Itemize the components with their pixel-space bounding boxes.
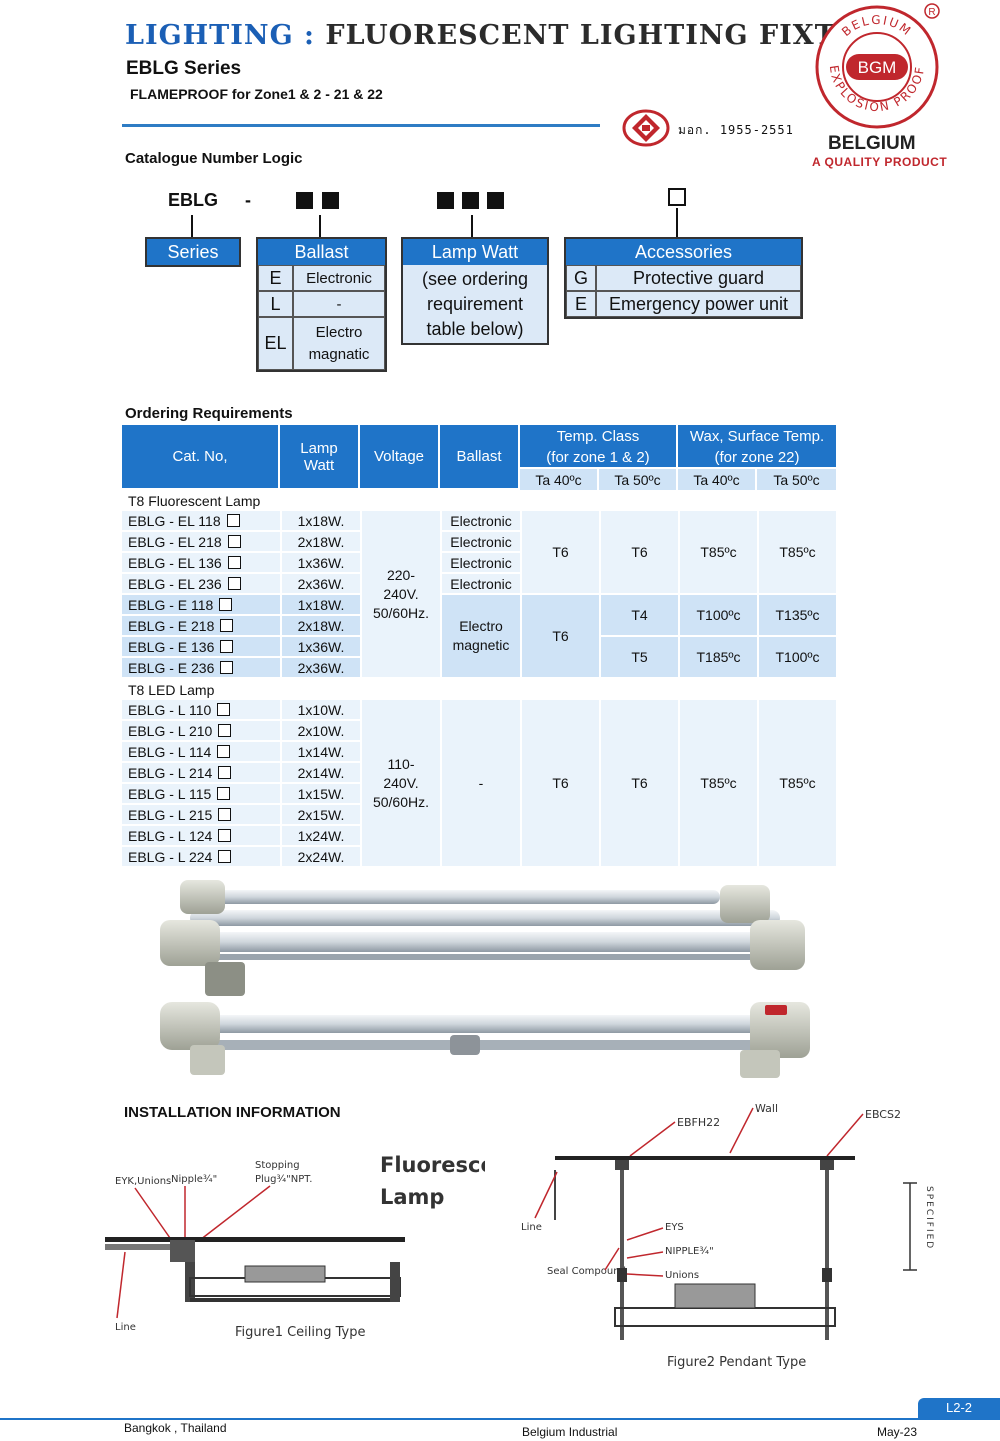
installation-heading: INSTALLATION INFORMATION bbox=[124, 1104, 341, 1121]
option-checkbox bbox=[217, 702, 231, 716]
option-checkbox bbox=[218, 765, 232, 779]
option-checkbox bbox=[227, 576, 241, 590]
accessories-box: Accessories G Protective guard E Emergen… bbox=[564, 237, 803, 319]
option-checkbox bbox=[219, 597, 233, 611]
option-checkbox bbox=[220, 639, 234, 653]
ballast-box: Ballast E Electronic L - EL Electro magn… bbox=[256, 237, 387, 372]
watt-code-slot bbox=[437, 192, 454, 209]
connector-line bbox=[676, 208, 678, 238]
svg-text:BGM: BGM bbox=[858, 58, 897, 77]
svg-text:EBCS2: EBCS2 bbox=[865, 1108, 901, 1121]
option-checkbox bbox=[220, 660, 234, 674]
lamp-watt-box: Lamp Watt (see ordering requirement tabl… bbox=[401, 237, 549, 345]
svg-text:Line: Line bbox=[521, 1222, 542, 1233]
svg-text:SPECIFIED: SPECIFIED bbox=[924, 1186, 934, 1250]
ballast-code-slot bbox=[322, 192, 339, 209]
footer-date: May-23 bbox=[877, 1425, 918, 1439]
table-row: EBLG - EL 236 2x36W. Electronic bbox=[122, 574, 836, 595]
figure2-pendant-type: EBFH22 Wall EBCS2 Line EYS NIPPLE¾" Unio… bbox=[521, 1102, 934, 1370]
catalogue-heading: Catalogue Number Logic bbox=[125, 150, 303, 167]
footer-line bbox=[0, 1418, 1000, 1420]
svg-text:EYS: EYS bbox=[665, 1222, 684, 1233]
watt-code-slot bbox=[487, 192, 504, 209]
header-divider bbox=[122, 124, 600, 127]
table-row: EBLG - L 110 1x10W. 110- 240V. 50/60Hz. … bbox=[122, 700, 836, 868]
option-checkbox bbox=[218, 849, 232, 863]
option-checkbox bbox=[217, 786, 231, 800]
series-box: Series bbox=[145, 237, 241, 267]
option-checkbox bbox=[218, 807, 232, 821]
svg-text:Unions: Unions bbox=[665, 1270, 699, 1281]
option-checkbox bbox=[218, 828, 232, 842]
svg-text:EBFH22: EBFH22 bbox=[677, 1116, 720, 1129]
table-row: EBLG - E 118 1x18W. Electro magnetic T6 … bbox=[122, 595, 836, 679]
svg-text:R: R bbox=[928, 7, 935, 18]
page-title: LIGHTING : FLUORESCENT LIGHTING FIXTURE bbox=[125, 20, 906, 51]
accessory-code-slot bbox=[668, 188, 686, 206]
svg-text:Plug¾"NPT.: Plug¾"NPT. bbox=[255, 1174, 312, 1185]
table-row: EBLG - EL 136 1x36W. Electronic bbox=[122, 553, 836, 574]
option-checkbox bbox=[220, 618, 234, 632]
svg-text:Nipple¾": Nipple¾" bbox=[171, 1174, 217, 1185]
connector-line bbox=[319, 215, 321, 238]
bgm-logo: BELGIUM EXPLOSION PROOF BGM R bbox=[815, 3, 940, 129]
option-checkbox bbox=[227, 534, 241, 548]
svg-text:Fluorescent: Fluorescent bbox=[380, 1153, 485, 1177]
footer-company: Belgium Industrial bbox=[522, 1425, 618, 1439]
option-checkbox bbox=[226, 513, 240, 527]
subtitle: FLAMEPROOF for Zone1 & 2 - 21 & 22 bbox=[130, 86, 383, 102]
catalogue-dash: - bbox=[245, 190, 251, 210]
svg-text:Lamp: Lamp bbox=[380, 1185, 444, 1209]
ordering-table: Cat. No, Lamp Watt Voltage Ballast Temp.… bbox=[122, 425, 836, 868]
connector-line bbox=[471, 215, 473, 238]
table-row: EBLG - E 136 1x36W. T5 T185ºc T100ºc bbox=[122, 637, 836, 679]
table-row: EBLG - EL 118 1x18W. 220- 240V. 50/60Hz.… bbox=[122, 511, 836, 679]
section-fluorescent: T8 Fluorescent Lamp bbox=[122, 490, 836, 511]
svg-text:Figure2 Pendant Type: Figure2 Pendant Type bbox=[667, 1355, 806, 1370]
option-checkbox bbox=[217, 744, 231, 758]
page-number: L2-2 bbox=[918, 1398, 1000, 1418]
tis-standard: มอก. 1955-2551 bbox=[678, 123, 794, 137]
svg-text:Stopping: Stopping bbox=[255, 1160, 300, 1171]
svg-text:Line: Line bbox=[115, 1322, 136, 1333]
option-checkbox bbox=[227, 555, 241, 569]
svg-text:Wall: Wall bbox=[755, 1102, 778, 1115]
catalogue-prefix: EBLG bbox=[168, 190, 219, 210]
svg-text:NIPPLE¾": NIPPLE¾" bbox=[665, 1246, 714, 1257]
ballast-code-slot bbox=[296, 192, 313, 209]
svg-text:Figure1 Ceiling Type: Figure1 Ceiling Type bbox=[235, 1325, 366, 1340]
series-title: EBLG Series bbox=[126, 58, 242, 79]
svg-text:EYK,Unions: EYK,Unions bbox=[115, 1176, 171, 1187]
tis-mark-icon bbox=[622, 109, 670, 147]
table-row: EBLG - E 218 2x18W. bbox=[122, 616, 836, 637]
footer-location: Bangkok , Thailand bbox=[124, 1421, 227, 1435]
product-photo bbox=[160, 880, 810, 1078]
table-row: EBLG - EL 218 2x18W. Electronic bbox=[122, 532, 836, 553]
option-checkbox bbox=[218, 723, 232, 737]
brand-name: BELGIUM bbox=[828, 133, 916, 154]
ordering-heading: Ordering Requirements bbox=[125, 405, 293, 422]
section-led: T8 LED Lamp bbox=[122, 679, 836, 700]
svg-text:Seal Compound: Seal Compound bbox=[547, 1266, 626, 1277]
watt-code-slot bbox=[462, 192, 479, 209]
connector-line bbox=[191, 215, 193, 238]
brand-tagline: A QUALITY PRODUCT bbox=[812, 155, 948, 169]
figure1-ceiling-type: Fluorescent Lamp EYK,Unions Nipple¾" Sto… bbox=[105, 1153, 485, 1340]
table-row: EBLG - E 236 2x36W. bbox=[122, 658, 836, 679]
